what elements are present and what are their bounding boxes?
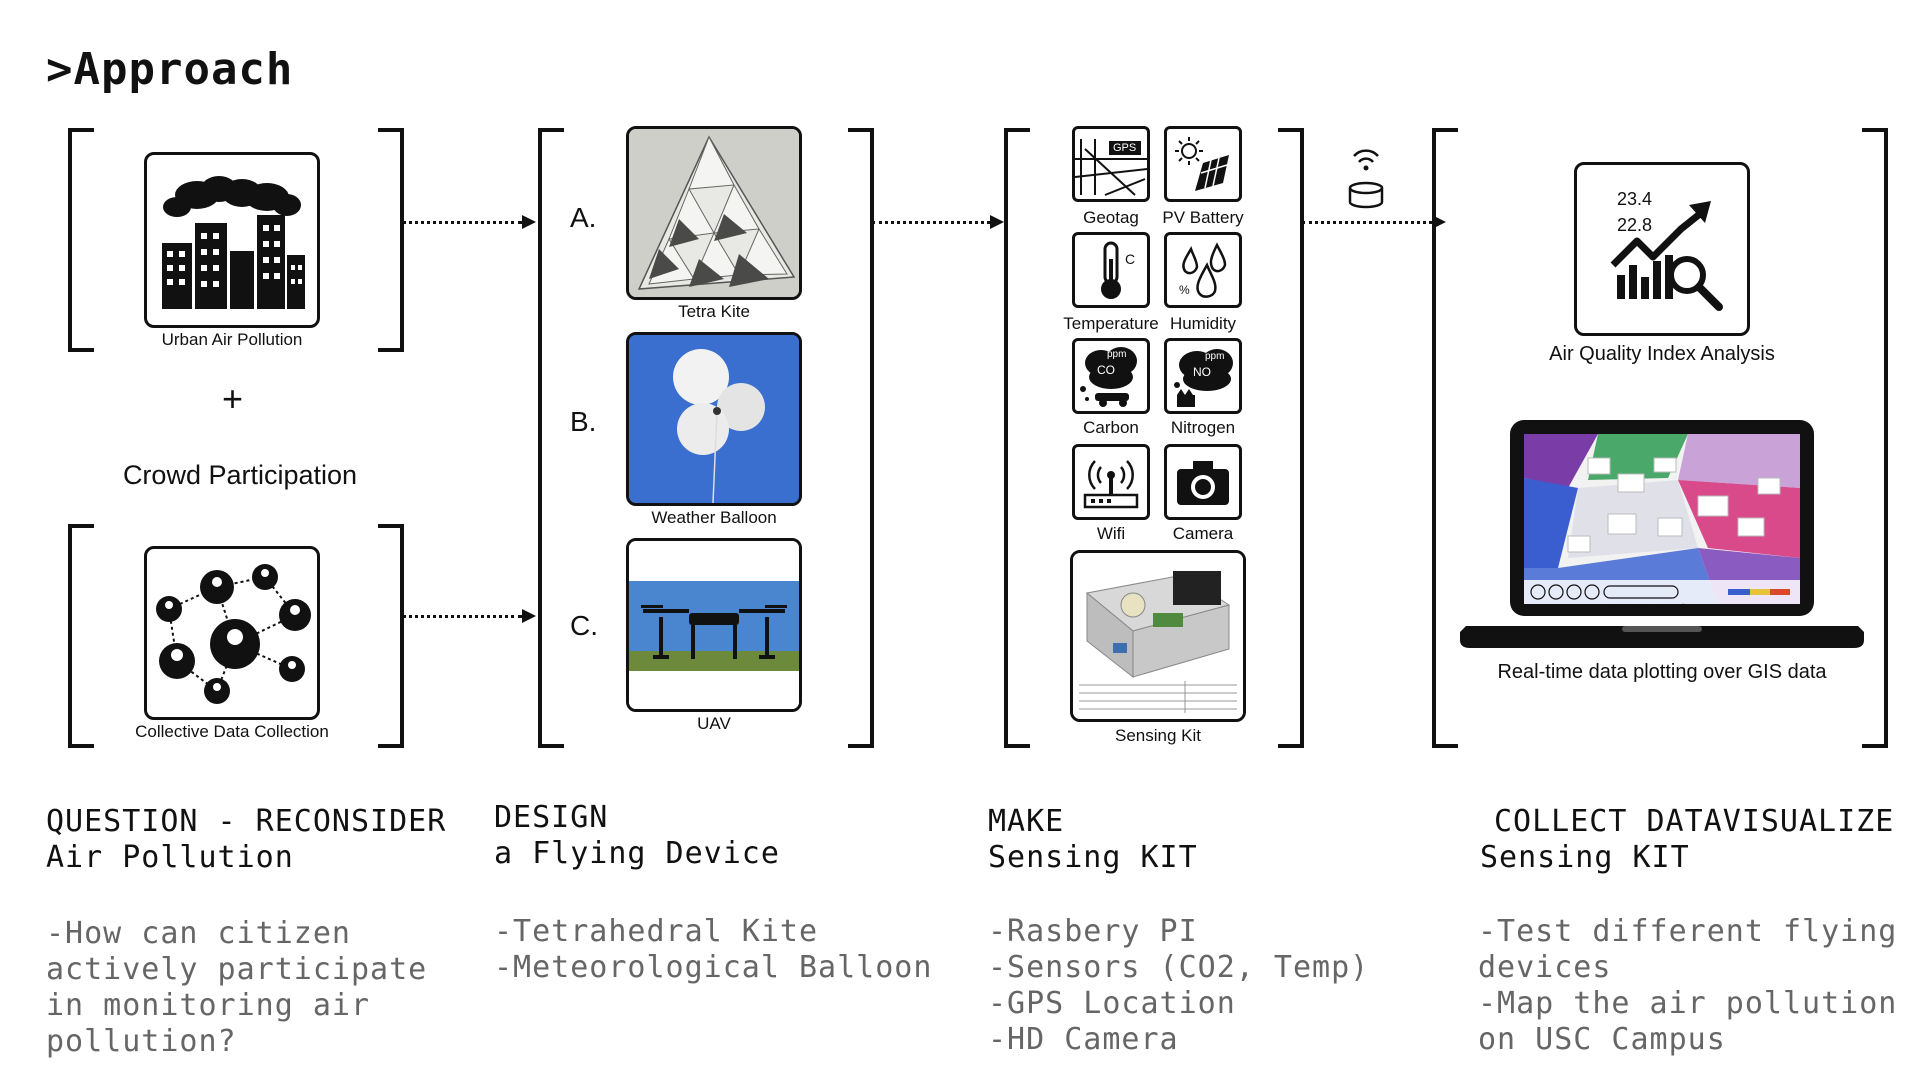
connector-arrow: [522, 215, 536, 229]
bracket-left: [1432, 128, 1458, 748]
bracket-right: [1862, 128, 1888, 748]
thermometer-icon: C: [1072, 232, 1150, 308]
sensor-label: Wifi: [1096, 524, 1126, 543]
desc-line: pollution?: [46, 1024, 237, 1059]
connector-arrow: [990, 215, 1004, 229]
collective-data-icon: [144, 546, 320, 720]
desc-line: -HD Camera: [988, 1022, 1179, 1057]
connector-arrow: [522, 609, 536, 623]
desc-line: -Rasbery PI: [988, 914, 1198, 949]
desc-line: actively participate: [46, 952, 428, 987]
humidity-badge: %: [1179, 283, 1190, 297]
aqi-value-1: 23.4: [1617, 189, 1653, 209]
uav-caption: UAV: [697, 714, 731, 733]
desc-line: on USC Campus: [1478, 1022, 1726, 1057]
section-description: -Rasbery PI -Sensors (CO2, Temp) -GPS Lo…: [988, 914, 1369, 1058]
aqi-value-2: 22.8: [1617, 215, 1653, 235]
sensor-label: Carbon: [1083, 418, 1139, 437]
bracket-left: [1004, 128, 1030, 748]
uav-photo: [626, 538, 802, 712]
bracket-left: [68, 128, 94, 352]
section-description: -Test different flying devices -Map the …: [1478, 914, 1897, 1058]
gps-icon: GPS: [1072, 126, 1150, 202]
section-heading: DESIGN a Flying Device: [494, 800, 780, 872]
item-letter: A.: [570, 202, 597, 233]
camera-icon: [1164, 444, 1242, 520]
desc-line: -Tetrahedral Kite: [494, 914, 819, 949]
section-heading-line2: Sensing KIT: [1480, 840, 1690, 875]
desc-line: devices: [1478, 950, 1612, 985]
section-heading: COLLECT DATAVISUALIZE Sensing KIT: [1480, 804, 1894, 876]
section-heading-line1: QUESTION - RECONSIDER: [46, 804, 447, 839]
carbon-formula: CO: [1097, 363, 1115, 377]
section-heading-line1: COLLECT DATAVISUALIZE: [1494, 804, 1895, 839]
section-description: -Tetrahedral Kite -Meteorological Balloo…: [494, 914, 932, 986]
sensing-kit-photo: [1070, 550, 1246, 722]
section-description: -How can citizen actively participate in…: [46, 916, 427, 1060]
collective-data-caption: Collective Data Collection: [135, 722, 329, 741]
urban-pollution-caption: Urban Air Pollution: [161, 330, 303, 349]
connector-line: [402, 615, 522, 618]
nitrogen-formula: NO: [1193, 365, 1211, 379]
gps-badge: GPS: [1113, 142, 1137, 154]
sensor-label: Humidity: [1169, 314, 1237, 333]
desc-line: -Map the air pollution: [1478, 986, 1898, 1021]
wireless-database-icon: [1344, 142, 1388, 212]
desc-line: in monitoring air: [46, 988, 371, 1023]
nitrogen-ppm: ppm: [1205, 351, 1225, 362]
desc-line: -Sensors (CO2, Temp): [988, 950, 1370, 985]
bracket-right: [1278, 128, 1304, 748]
item-letter: B.: [570, 406, 597, 437]
section-heading-line2: a Flying Device: [494, 836, 780, 871]
sensor-label: Camera: [1172, 524, 1234, 543]
wifi-router-icon: [1072, 444, 1150, 520]
aqi-analysis-icon: 23.4 22.8: [1574, 162, 1750, 336]
desc-line: -GPS Location: [988, 986, 1236, 1021]
weather-balloon-caption: Weather Balloon: [651, 508, 777, 527]
section-heading: QUESTION - RECONSIDER Air Pollution: [46, 804, 446, 876]
carbon-ppm: ppm: [1107, 349, 1127, 360]
section-heading-line2: Sensing KIT: [988, 840, 1198, 875]
humidity-icon: %: [1164, 232, 1242, 308]
urban-pollution-icon: [144, 152, 320, 328]
item-letter: C.: [570, 610, 598, 641]
sensor-label: PV Battery: [1162, 208, 1244, 227]
plus-sign: +: [222, 378, 244, 419]
sensor-label: Geotag: [1083, 208, 1139, 227]
laptop-caption: Real-time data plotting over GIS data: [1497, 661, 1827, 683]
bracket-left: [538, 128, 564, 748]
map-search-text: USC campus, Los Angeles: [1608, 604, 1692, 611]
page-title: >Approach: [46, 44, 294, 95]
connector-line: [1302, 221, 1432, 224]
bracket-left: [68, 524, 94, 748]
sensor-label: Nitrogen: [1170, 418, 1236, 437]
tetra-kite-photo: [626, 126, 802, 300]
nitrogen-cloud-icon: ppm NO: [1164, 338, 1242, 414]
weather-balloon-photo: [626, 332, 802, 506]
temperature-badge: C: [1125, 251, 1136, 267]
aqi-caption: Air Quality Index Analysis: [1549, 343, 1775, 365]
section-heading: MAKE Sensing KIT: [988, 804, 1198, 876]
sensing-kit-caption: Sensing Kit: [1115, 726, 1201, 745]
connector-line: [402, 221, 522, 224]
laptop-gis-map: USC campus, Los Angeles: [1458, 418, 1866, 654]
tetra-kite-caption: Tetra Kite: [678, 302, 750, 321]
desc-line: -Meteorological Balloon: [494, 950, 933, 985]
bracket-right: [848, 128, 874, 748]
sensor-label: Temperature: [1063, 314, 1159, 333]
bracket-right: [378, 128, 404, 352]
solar-battery-icon: [1164, 126, 1242, 202]
desc-line: -Test different flying: [1478, 914, 1898, 949]
desc-line: -How can citizen: [46, 916, 351, 951]
section-heading-line2: Air Pollution: [46, 840, 294, 875]
carbon-cloud-icon: ppm CO: [1072, 338, 1150, 414]
connector-line: [872, 221, 990, 224]
section-heading-line1: MAKE: [988, 804, 1065, 839]
bracket-right: [378, 524, 404, 748]
crowd-participation-label: Crowd Participation: [122, 460, 358, 490]
section-heading-line1: DESIGN: [494, 800, 609, 835]
